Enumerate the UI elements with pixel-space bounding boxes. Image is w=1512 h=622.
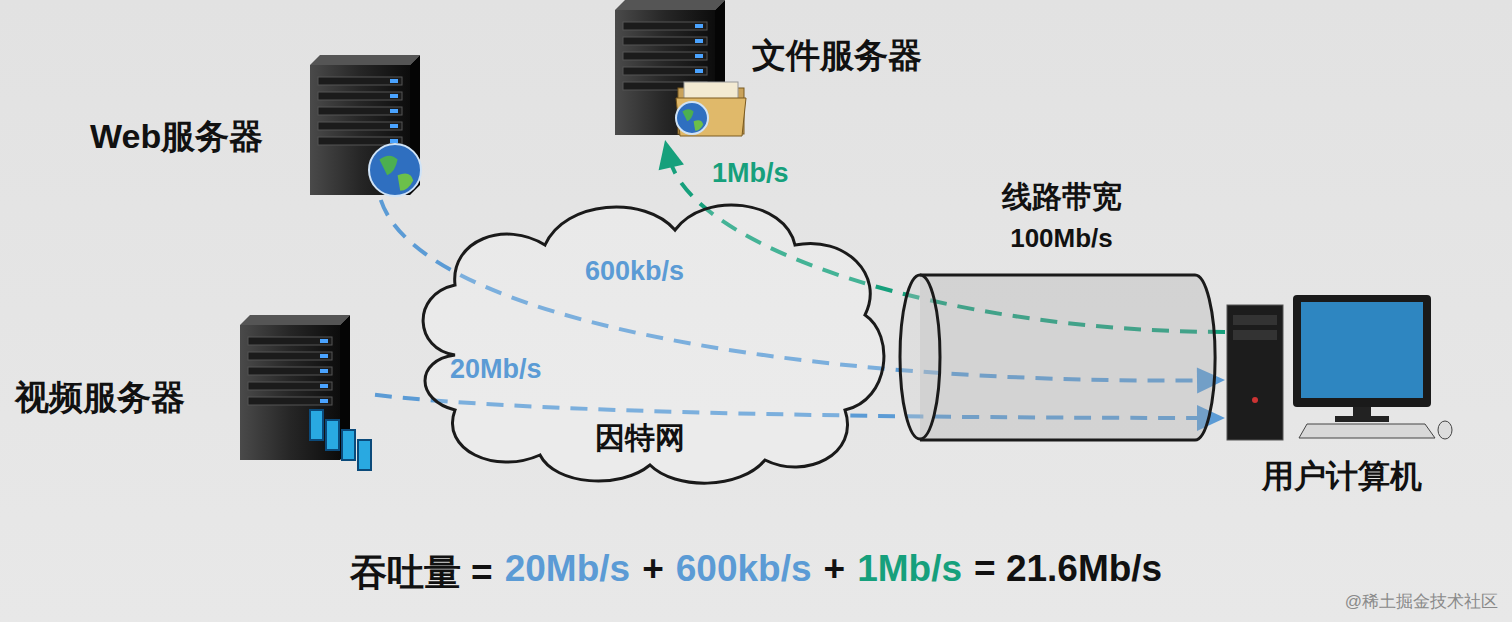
watermark: @稀土掘金技术社区 <box>1345 592 1498 612</box>
node-label: 用户计算机 <box>1225 458 1459 495</box>
rate-label: 600kb/s <box>585 256 684 287</box>
node-label: 100Mb/s <box>895 224 1228 254</box>
icon-art <box>895 180 1228 445</box>
arrow-head <box>659 140 684 170</box>
node-label: 文件服务器 <box>752 36 922 75</box>
equation-term: + <box>642 548 664 598</box>
node-label: 因特网 <box>595 421 685 456</box>
throughput-equation: 吞吐量 =20Mb/s+600kb/s+1Mb/s= 21.6Mb/s <box>0 548 1512 598</box>
user-computer: 用户计算机 <box>1225 290 1459 505</box>
equation-term: 600kb/s <box>676 548 812 598</box>
equation-term: = 21.6Mb/s <box>974 548 1162 598</box>
line-bandwidth-pipe: 线路带宽 100Mb/s <box>895 180 1228 445</box>
internet-cloud: 因特网 <box>395 185 895 495</box>
web-server: Web服务器 <box>85 55 425 200</box>
node-label: Web服务器 <box>90 117 263 156</box>
equation-term: + <box>824 548 846 598</box>
node-label: 视频服务器 <box>15 378 185 417</box>
file-server: 文件服务器 <box>610 0 950 140</box>
rate-label: 20Mb/s <box>450 354 542 385</box>
rate-label: 1Mb/s <box>712 158 789 189</box>
equation-term: 吞吐量 = <box>350 548 493 598</box>
equation-term: 20Mb/s <box>505 548 630 598</box>
equation-term: 1Mb/s <box>857 548 962 598</box>
video-server: 视频服务器 <box>10 310 375 470</box>
node-label: 线路带宽 <box>895 180 1228 215</box>
